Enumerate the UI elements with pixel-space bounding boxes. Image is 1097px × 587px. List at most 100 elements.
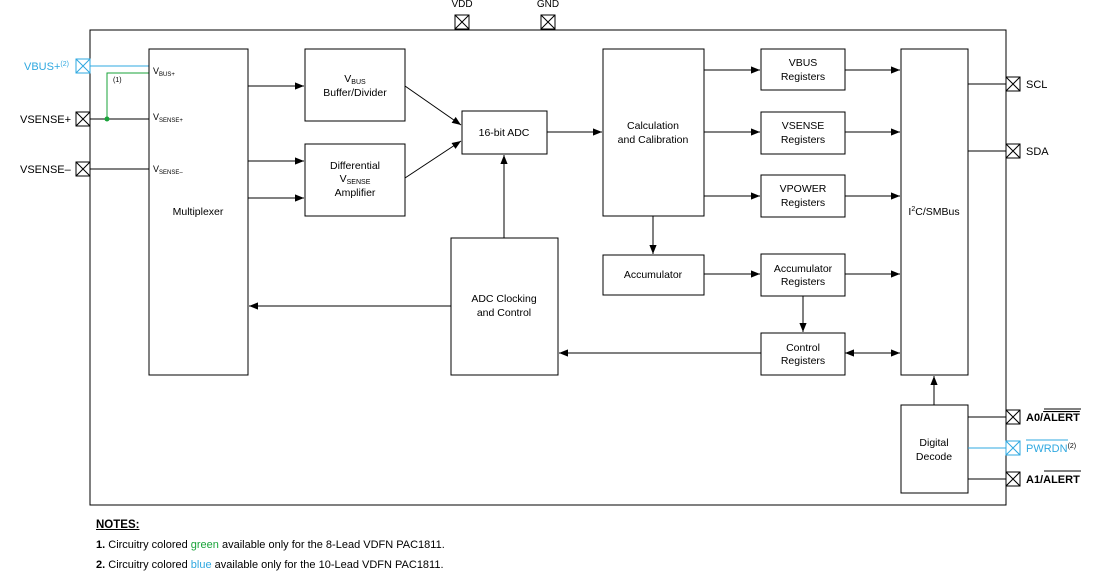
- arrow-diffamp-to-adc: [404, 140, 462, 179]
- note-2-pre: Circuitry colored: [108, 559, 188, 571]
- pin-gnd-label: GND: [537, 0, 559, 10]
- svg-text:VSENSE–: VSENSE–: [153, 164, 183, 176]
- vpower-reg-l2: Registers: [781, 197, 825, 209]
- svg-text:VSENSE+: VSENSE+: [153, 112, 183, 124]
- pin-a1-alert: A1/ALERT: [968, 470, 1081, 487]
- digital-decode-block: Digital Decode: [900, 404, 969, 494]
- i2c-i: I: [908, 206, 911, 218]
- pin-gnd: GND: [537, 0, 559, 30]
- pin-a1-alert-label: ALERT: [1043, 474, 1080, 486]
- adc-block: 16-bit ADC: [461, 110, 548, 155]
- note-1-number: 1.: [96, 539, 106, 551]
- diff-amp-l3: Amplifier: [335, 187, 376, 199]
- chip-outline: [89, 29, 1007, 506]
- pin-pwrdn: PWRDN(2): [968, 439, 1076, 456]
- notes-title: NOTES:: [96, 519, 140, 531]
- mux-vbus-sub: BUS+: [159, 72, 175, 78]
- accumulator-label: Accumulator: [624, 269, 683, 281]
- vsense-reg-l1: VSENSE: [782, 120, 825, 132]
- pin-a0-alert: A0/ALERT: [968, 408, 1081, 425]
- svg-text:VSENSE: VSENSE: [340, 173, 371, 186]
- pin-scl: SCL: [968, 76, 1047, 92]
- adc-clock-block: ADC Clocking and Control: [450, 237, 559, 376]
- mux-vbus-main: V: [153, 66, 159, 76]
- notes-section: NOTES: 1. Circuitry colored green availa…: [96, 515, 445, 575]
- i2c-smbus-block: I2C/SMBus: [900, 48, 969, 376]
- vbus-registers-block: VBUS Registers: [760, 48, 846, 91]
- svg-text:VBUS: VBUS: [344, 73, 366, 86]
- vbus-reg-l2: Registers: [781, 71, 825, 83]
- calc-l2: and Calibration: [618, 134, 689, 146]
- diff-amp-block: Differential VSENSE Amplifier: [304, 143, 406, 217]
- ctrl-reg-l2: Registers: [781, 355, 825, 367]
- mux-vsense-plus-sub: SENSE+: [159, 118, 183, 124]
- diff-amp-main: V: [340, 173, 347, 185]
- calc-block: Calculation and Calibration: [602, 48, 705, 217]
- acc-reg-l1: Accumulator: [774, 263, 833, 275]
- digital-decode-l2: Decode: [916, 451, 952, 463]
- accumulator-registers-block: Accumulator Registers: [760, 253, 846, 297]
- pin-pwrdn-label: PWRDN: [1026, 443, 1068, 455]
- svg-text:VBUS+: VBUS+: [153, 66, 175, 78]
- note-2: 2. Circuitry colored blue available only…: [96, 555, 445, 575]
- svg-text:A0/ALERT: A0/ALERT: [1026, 412, 1080, 424]
- digital-decode-l1: Digital: [919, 437, 948, 449]
- mux-vsense-minus-main: V: [153, 164, 159, 174]
- vpower-registers-block: VPOWER Registers: [760, 174, 846, 218]
- pin-vdd: VDD: [451, 0, 473, 30]
- vsense-reg-l2: Registers: [781, 134, 825, 146]
- multiplexer-block: VBUS+ VSENSE+ VSENSE– Multiplexer: [148, 48, 249, 376]
- pin-a1-label: A1/: [1026, 474, 1043, 486]
- pin-vdd-label: VDD: [451, 0, 472, 10]
- adc-label: 16-bit ADC: [479, 127, 530, 139]
- diff-amp-sub: SENSE: [347, 179, 371, 186]
- pin-a0-label: A0/: [1026, 412, 1043, 424]
- diff-amp-l1: Differential: [330, 160, 380, 172]
- note-2-post: available only for the 10-Lead VDFN PAC1…: [214, 559, 444, 571]
- adc-clock-l1: ADC Clocking: [471, 293, 537, 305]
- pin-sda: SDA: [968, 143, 1049, 159]
- pin-scl-label: SCL: [1026, 79, 1047, 91]
- note-1-color: green: [190, 539, 219, 551]
- vbus-reg-l1: VBUS: [789, 57, 818, 69]
- vpower-reg-l1: VPOWER: [780, 183, 827, 195]
- acc-reg-l2: Registers: [781, 276, 825, 288]
- pin-vsense-minus-label: VSENSE–: [20, 164, 72, 176]
- calc-l1: Calculation: [627, 120, 679, 132]
- mux-vsense-minus-sub: SENSE–: [159, 170, 183, 176]
- svg-text:I2C/SMBus: I2C/SMBus: [908, 206, 959, 218]
- note-1-pre: Circuitry colored: [108, 539, 188, 551]
- accumulator-block: Accumulator: [602, 254, 705, 296]
- pin-pwrdn-note: (2): [1068, 443, 1077, 450]
- arrow-buffer-to-adc: [404, 85, 462, 126]
- note-1: 1. Circuitry colored green available onl…: [96, 535, 445, 555]
- adc-clock-l2: and Control: [477, 307, 531, 319]
- green-vbus-connection: (1): [104, 72, 149, 122]
- pin-vsense-plus: VSENSE+: [20, 111, 149, 127]
- vbus-buffer-main: V: [344, 73, 351, 85]
- vbus-buffer-sub: BUS: [351, 79, 366, 86]
- note-2-color: blue: [190, 559, 212, 571]
- note-2-number: 2.: [96, 559, 106, 571]
- pin-vbus-plus: VBUS+(2): [24, 58, 149, 74]
- ctrl-reg-l1: Control: [786, 342, 820, 354]
- vbus-buffer-block: VBUS Buffer/Divider: [304, 48, 406, 122]
- signal-arrows: [248, 66, 938, 405]
- svg-text:A1/ALERT: A1/ALERT: [1026, 474, 1080, 486]
- pin-sda-label: SDA: [1026, 146, 1049, 158]
- i2c-rest: C/SMBus: [915, 206, 959, 218]
- mux-label: Multiplexer: [173, 206, 224, 218]
- green-note-label: (1): [113, 77, 122, 84]
- note-1-post: available only for the 8-Lead VDFN PAC18…: [221, 539, 445, 551]
- svg-text:VBUS+(2): VBUS+(2): [24, 61, 69, 73]
- i2c-sup: 2: [911, 206, 915, 213]
- pin-vbus-plus-label: VBUS+: [24, 61, 60, 73]
- pin-vsense-minus: VSENSE–: [20, 161, 149, 177]
- mux-vsense-plus-main: V: [153, 112, 159, 122]
- vsense-registers-block: VSENSE Registers: [760, 111, 846, 155]
- svg-text:PWRDN(2): PWRDN(2): [1026, 443, 1076, 455]
- pin-vsense-plus-label: VSENSE+: [20, 114, 71, 126]
- control-registers-block: Control Registers: [760, 332, 846, 376]
- pin-a0-alert-label: ALERT: [1043, 412, 1080, 424]
